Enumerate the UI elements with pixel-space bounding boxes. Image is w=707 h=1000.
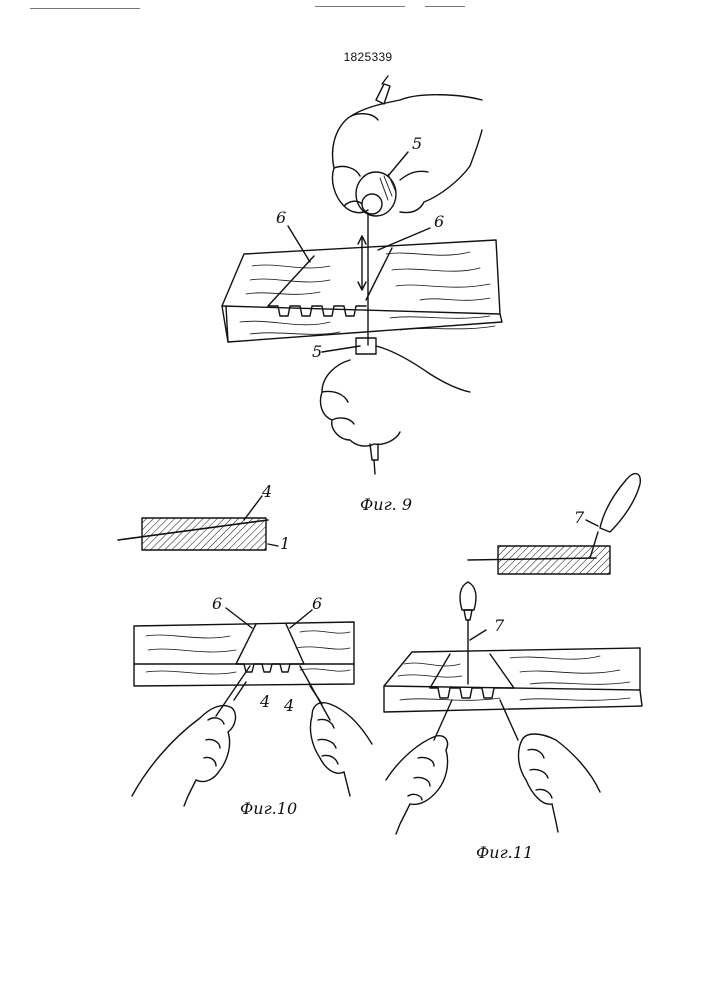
section-left-label-line: 4 <box>262 484 272 500</box>
fig9-label-tool-bottom: 5 <box>312 344 322 360</box>
fig10-caption: Фиг.10 <box>240 800 297 818</box>
fig9-tool-handle-end <box>362 194 382 214</box>
section-right-label-tool: 7 <box>574 510 584 526</box>
fig9-label-cut-left: 6 <box>276 210 286 226</box>
fig9-upper-hand-fold <box>400 171 428 180</box>
section-right-leader-7 <box>586 520 598 526</box>
fig11-awl-ferrule <box>464 610 472 620</box>
fig9-lower-hand <box>320 346 470 446</box>
fig11-tool-right-line <box>500 700 518 740</box>
fig9-double-arrow <box>358 236 366 290</box>
fig10-leader-6-left <box>226 608 252 628</box>
fig9-cut-line-left <box>268 256 314 306</box>
fig10-label-tool-right: 4 <box>284 698 294 714</box>
fig9-leader-5-bottom <box>322 346 360 352</box>
section-left-label-plate: 1 <box>280 536 290 552</box>
fig10-wood-grain <box>146 631 350 674</box>
fig9-label-cut-right: 6 <box>434 214 444 230</box>
fig11-right-hand <box>519 734 600 804</box>
section-left-leader-4 <box>244 496 262 520</box>
fig11-left-awl <box>396 804 410 834</box>
fig9-leader-6-left <box>288 226 310 262</box>
fig9-upper-awl-shaft <box>376 84 390 104</box>
fig9-lower-awl-shaft <box>370 444 378 460</box>
fig9-board-front <box>222 306 502 342</box>
fig10-cut-right <box>286 624 304 664</box>
fig11-drawing <box>384 582 642 834</box>
fig9-board-front-bottom <box>226 306 228 342</box>
fig11-leader-7 <box>470 630 486 640</box>
fig11-wood-grain <box>398 656 630 700</box>
fig10-board-top <box>134 622 354 664</box>
fig10-label-cut-right: 6 <box>312 596 322 612</box>
fig-section-left-drawing <box>118 496 278 550</box>
fig10-label-cut-left: 6 <box>212 596 222 612</box>
fig9-drawing <box>222 76 502 474</box>
fig9-leader-6-right <box>378 228 430 250</box>
fig9-tool-handle-shade <box>380 174 396 200</box>
fig11-cut-left <box>430 654 450 688</box>
fig9-caption: Фиг. 9 <box>360 496 412 514</box>
fig10-leader-6-right <box>290 610 312 628</box>
fig10-left-awl <box>184 780 196 806</box>
section-left-leader-1 <box>268 544 278 546</box>
section-right-plate <box>498 546 610 574</box>
fig10-drawing <box>132 608 372 806</box>
fig11-awl-handle <box>460 582 476 610</box>
fig11-right-awl <box>552 804 558 832</box>
section-right-awl-handle <box>600 474 640 532</box>
fig10-label-tool-left: 4 <box>260 694 270 710</box>
fig10-left-hand <box>132 706 235 796</box>
fig10-right-awl <box>344 772 350 796</box>
fig9-board-top <box>222 240 500 314</box>
fig10-tool-right-arrow <box>310 686 322 704</box>
fig10-cut-left <box>236 624 256 664</box>
fig11-cut-right <box>490 654 514 688</box>
fig11-dovetail-teeth <box>430 688 514 698</box>
fig10-right-hand <box>310 703 372 773</box>
fig11-tool-left-line <box>434 700 452 740</box>
fig11-left-hand <box>386 736 448 805</box>
fig11-label-tool: 7 <box>494 618 504 634</box>
fig9-cut-line-right <box>366 248 392 300</box>
fig9-upper-awl-tip <box>382 76 388 84</box>
fig-section-right-drawing <box>468 474 640 574</box>
fig9-leader-5-top <box>388 152 408 176</box>
fig9-lower-awl-tip <box>374 460 375 474</box>
fig9-label-tool-top: 5 <box>412 136 422 152</box>
fig11-caption: Фиг.11 <box>476 844 533 862</box>
